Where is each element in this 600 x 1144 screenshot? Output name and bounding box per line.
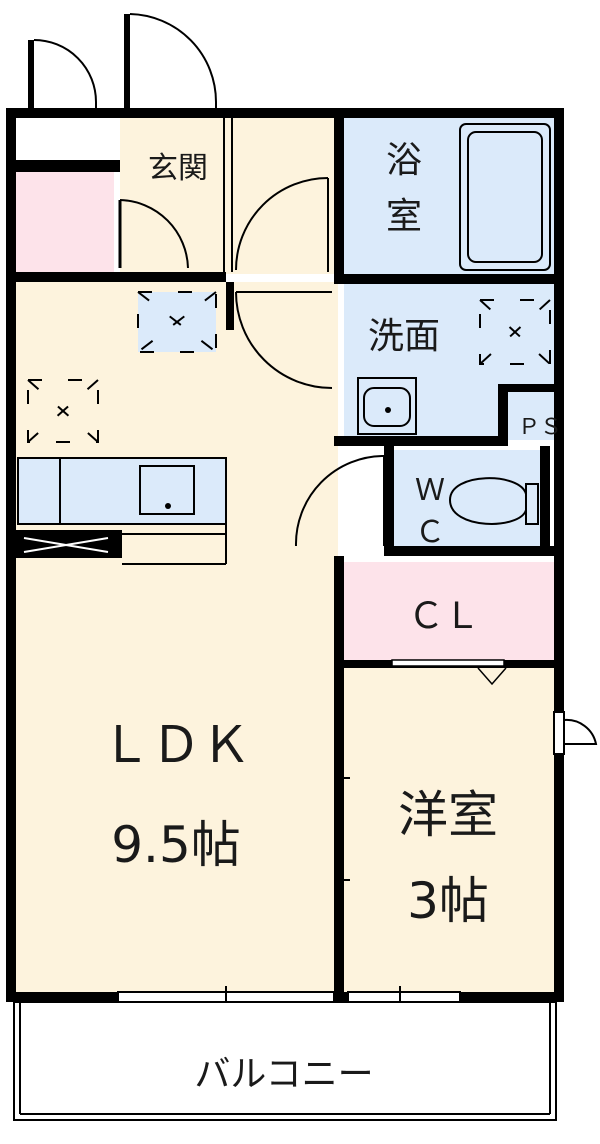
sliding-door-western bbox=[334, 680, 350, 986]
label-ldk-size: 9.5帖 bbox=[111, 816, 241, 874]
vent-fan-genkan bbox=[137, 291, 217, 353]
genkan-floor bbox=[120, 118, 338, 274]
vent-fan-ldk bbox=[27, 379, 99, 443]
entrance-door-right bbox=[124, 13, 217, 110]
label-closet: ＣＬ bbox=[408, 596, 480, 637]
bathtub bbox=[459, 123, 551, 271]
label-genkan: 玄関 bbox=[148, 151, 208, 186]
toilet bbox=[448, 477, 539, 525]
window-right bbox=[553, 711, 598, 755]
label-washroom: 洗面 bbox=[368, 316, 440, 357]
shoe-storage bbox=[14, 172, 114, 272]
ldk-floor bbox=[14, 282, 338, 994]
label-balcony: バルコニー bbox=[194, 1054, 373, 1095]
closet-floor bbox=[344, 562, 554, 662]
wash-basin bbox=[357, 377, 417, 435]
label-western-size: 3帖 bbox=[407, 872, 489, 930]
label-wc-2: Ｃ bbox=[415, 515, 445, 550]
western-room-floor bbox=[344, 668, 554, 994]
vent-fan-washroom bbox=[479, 299, 551, 365]
label-wc-1: Ｗ bbox=[415, 473, 445, 508]
label-bath-1: 浴 bbox=[386, 140, 422, 181]
label-ldk-name: ＬＤＫ bbox=[101, 716, 251, 774]
closet-door bbox=[391, 659, 507, 686]
entrance-door-left bbox=[28, 39, 97, 110]
label-ps: ＰＳ bbox=[518, 415, 562, 440]
balcony bbox=[13, 1001, 557, 1121]
label-western-name: 洋室 bbox=[398, 786, 498, 844]
kitchen-counter bbox=[17, 457, 227, 565]
label-bath-2: 室 bbox=[386, 196, 422, 237]
